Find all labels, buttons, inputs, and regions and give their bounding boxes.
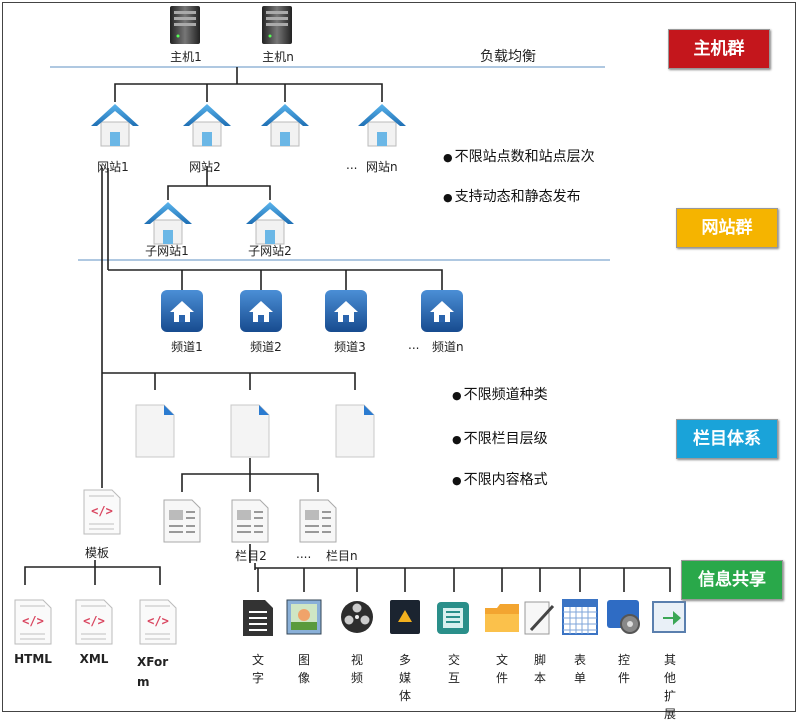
site-label: 网站1 [97, 160, 129, 174]
content-type-label: 文件 [495, 653, 508, 685]
svg-text:</>: </> [83, 614, 105, 628]
channel-home-icon [240, 290, 282, 332]
content-type-label: 图像 [297, 653, 310, 685]
server-icon [262, 6, 292, 44]
format-label: XML [79, 652, 109, 666]
subsite-label: 子网站1 [145, 244, 189, 258]
site-house-icon [183, 104, 231, 147]
channel-home-icon [421, 290, 463, 332]
xml-code-icon: </> [75, 599, 113, 645]
subsite-house-icon [246, 202, 294, 245]
site-house-icon [261, 104, 309, 147]
svg-text:</>: </> [22, 614, 44, 628]
content-type-label: 控件 [617, 653, 630, 685]
interaction-icon [437, 602, 469, 634]
image-icon [286, 599, 322, 635]
side-label-column-system: 栏目体系 [676, 419, 778, 459]
host-label: 主机n [262, 50, 294, 64]
format-label: XFor m [137, 655, 169, 689]
channel-label: 频道n [432, 340, 464, 354]
feature-bullet: 不限频道种类 [452, 384, 548, 404]
extension-arrow-icon [652, 601, 686, 633]
channel-home-icon [325, 290, 367, 332]
svg-text:</>: </> [91, 504, 113, 518]
page-document-icon [135, 404, 175, 458]
column-label: 栏目2 [235, 549, 267, 563]
feature-bullet: 支持动态和静态发布 [443, 186, 581, 206]
html-code-icon: </> [14, 599, 52, 645]
side-label-site-cluster: 网站群 [676, 208, 778, 248]
subsite-house-icon [144, 202, 192, 245]
control-gear-icon [607, 600, 640, 634]
content-type-label: 视频 [350, 653, 363, 685]
channel-label: 频道1 [171, 340, 203, 354]
channel-label: 频道3 [334, 340, 366, 354]
site-label: 网站n [366, 160, 398, 174]
site-label: 网站2 [189, 160, 221, 174]
channel-ellipsis: ... [408, 338, 420, 352]
site-house-icon [91, 104, 139, 147]
channel-home-icon [161, 290, 203, 332]
channel-label: 频道2 [250, 340, 282, 354]
side-label-info-sharing: 信息共享 [681, 560, 783, 600]
folder-icon [485, 604, 519, 632]
template-label: 模板 [84, 546, 110, 560]
load-balance-label: 负载均衡 [480, 49, 536, 65]
template-code-icon: </> [83, 489, 121, 535]
page-document-icon [335, 404, 375, 458]
content-type-label: 文字 [251, 653, 264, 685]
multimedia-icon [390, 600, 420, 634]
content-type-label: 表单 [573, 653, 586, 685]
script-pen-icon [524, 601, 555, 635]
table-grid-icon [562, 599, 598, 635]
feature-bullet: 不限内容格式 [452, 469, 548, 489]
side-label-host-cluster: 主机群 [668, 29, 770, 69]
column-label: 栏目n [326, 549, 358, 563]
host-label: 主机1 [170, 50, 202, 64]
xform-code-icon: </> [139, 599, 177, 645]
video-reel-icon [341, 601, 373, 633]
form-document-icon [231, 499, 269, 543]
content-type-label: 其他扩展 [663, 653, 676, 721]
column-ellipsis: .... [296, 547, 312, 561]
site-ellipsis: ... [346, 158, 358, 172]
content-type-label: 脚本 [533, 653, 546, 685]
subsite-label: 子网站2 [248, 244, 292, 258]
content-type-label: 多媒体 [398, 653, 411, 703]
site-house-icon [358, 104, 406, 147]
server-icon [170, 6, 200, 44]
diagram-frame [2, 2, 796, 712]
format-label: HTML [14, 652, 52, 666]
form-document-icon [163, 499, 201, 543]
svg-text:</>: </> [147, 614, 169, 628]
feature-bullet: 不限站点数和站点层次 [443, 146, 595, 166]
form-document-icon [299, 499, 337, 543]
feature-bullet: 不限栏目层级 [452, 428, 548, 448]
text-doc-icon [243, 600, 273, 636]
page-document-icon [230, 404, 270, 458]
content-type-label: 交互 [447, 653, 460, 685]
